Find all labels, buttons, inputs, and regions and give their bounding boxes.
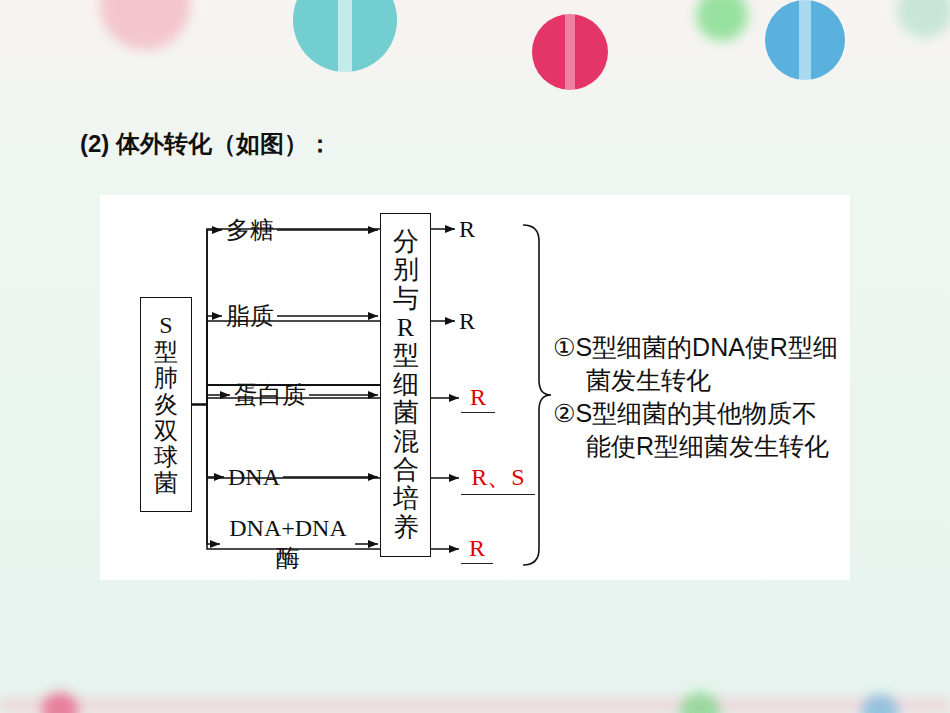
- component-label: DNA: [226, 463, 282, 492]
- organism-box: S型肺炎双球菌: [140, 297, 192, 512]
- arrow-connector: [309, 394, 378, 396]
- result-label: R: [457, 307, 477, 336]
- result-blank: R: [461, 535, 493, 564]
- curly-brace: [523, 225, 551, 565]
- node-text: R: [459, 308, 475, 335]
- culture-box: 分别与R型细菌混合培养: [380, 213, 431, 557]
- node-text: S型肺炎双球菌: [154, 312, 178, 497]
- result-label: R: [457, 215, 477, 244]
- component-label: 脂质: [224, 299, 276, 333]
- node-text: 多糖: [226, 214, 274, 246]
- arrow-connector: [355, 543, 378, 545]
- arrow-connector: [192, 395, 230, 405]
- arrow-connector: [277, 315, 378, 317]
- component-label: 蛋白质: [232, 378, 308, 412]
- node-text: 蛋白质: [234, 379, 306, 411]
- arrow-connector: [192, 405, 220, 545]
- node-text: DNA: [228, 464, 280, 491]
- component-label: DNA+DNA酶: [222, 514, 354, 575]
- node-text: 分别与R型细菌混合培养: [393, 228, 419, 543]
- node-text: R: [459, 216, 475, 243]
- diagram-panel: [100, 195, 850, 580]
- conclusion-note: ②S型细菌的其他物质不能使R型细菌发生转化: [553, 397, 838, 462]
- result-blank: R: [461, 384, 495, 413]
- node-text: 脂质: [226, 300, 274, 332]
- component-label: 多糖: [224, 213, 276, 247]
- conclusion-note: ①S型细菌的DNA使R型细菌发生转化: [553, 331, 838, 396]
- node-text: R: [463, 384, 493, 411]
- result-blank: R、S: [461, 461, 535, 495]
- node-text: R、S: [463, 461, 533, 493]
- node-text: DNA+DNA酶: [224, 515, 352, 574]
- node-text: R: [463, 535, 491, 562]
- arrow-connector: [192, 405, 224, 478]
- slide-title: (2) 体外转化（如图）：: [80, 128, 332, 160]
